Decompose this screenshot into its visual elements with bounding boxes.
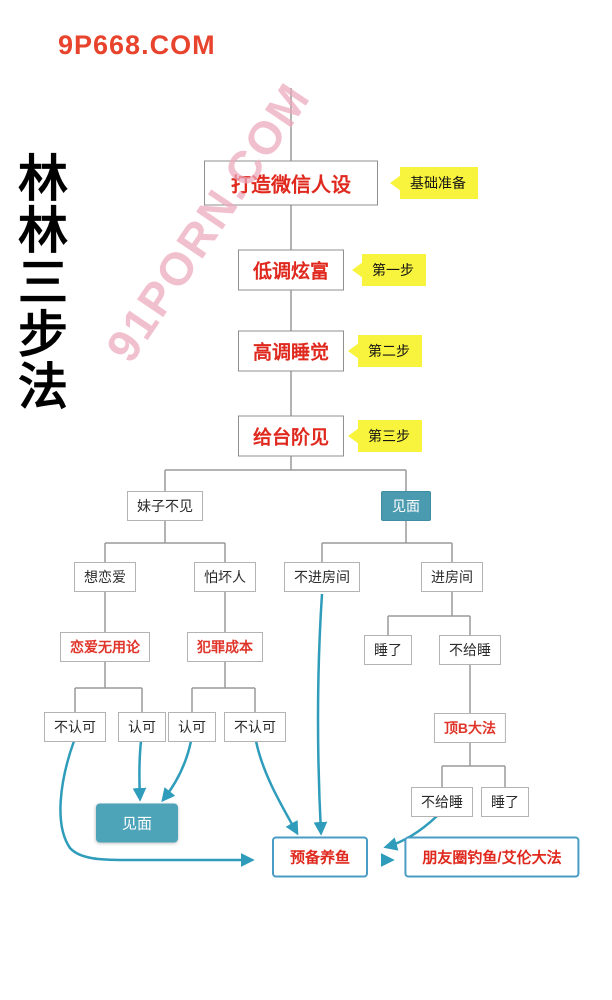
flow-arrows: [59, 593, 438, 867]
node-give-excuse-to-meet: 给台阶见: [237, 415, 345, 457]
node-meet-bottom: 见面: [95, 803, 179, 843]
node-disagree-1: 不认可: [44, 712, 106, 742]
node-meet-top: 见面: [381, 491, 431, 521]
node-agree-1: 认可: [118, 712, 166, 742]
node-slept-2: 睡了: [481, 787, 529, 817]
arrow-no-enter-room-to-prepare-fish: [313, 593, 328, 836]
node-enter-room: 进房间: [421, 562, 483, 592]
node-highkey-sleep: 高调睡觉: [237, 330, 345, 372]
node-girl-no-meet: 妹子不见: [127, 491, 203, 521]
node-agree-2: 认可: [168, 712, 216, 742]
site-badge: 9P668.COM: [58, 30, 216, 60]
arrow-agree1-to-meet: [132, 740, 147, 802]
arrow-agree2-to-meet: [161, 740, 193, 803]
callout-step-1: 第一步: [362, 254, 426, 286]
node-top-b-method: 顶B大法: [433, 713, 507, 743]
callout-step-2: 第二步: [358, 335, 422, 367]
arrow-disagree2-to-prepare-fish: [254, 740, 299, 836]
node-no-sleep-1: 不给睡: [439, 635, 501, 665]
node-crime-cost: 犯罪成本: [187, 632, 263, 662]
node-no-enter-room: 不进房间: [284, 562, 360, 592]
node-love-useless-theory: 恋爱无用论: [60, 632, 150, 662]
side-title: 林林三步法: [11, 152, 67, 412]
node-wechat-persona: 打造微信人设: [204, 160, 378, 206]
arrow-disagree1-to-prepare-fish: [59, 740, 255, 867]
node-no-sleep-2: 不给睡: [411, 787, 473, 817]
arrow-no-sleep2-to-prepare-fish: [383, 815, 438, 851]
node-slept-1: 睡了: [364, 635, 412, 665]
node-moments-fishing-method: 朋友圈钓鱼/艾伦大法: [404, 836, 580, 878]
node-prepare-fish-farming: 预备养鱼: [271, 836, 369, 878]
tree-connectors: [74, 88, 506, 789]
node-lowkey-flaunt-wealth: 低调炫富: [237, 249, 345, 291]
node-disagree-2: 不认可: [224, 712, 286, 742]
node-fears-bad-people: 怕坏人: [194, 562, 256, 592]
callout-step-3: 第三步: [358, 420, 422, 452]
node-wants-love: 想恋爱: [74, 562, 136, 592]
callout-basic-prep: 基础准备: [400, 167, 478, 199]
